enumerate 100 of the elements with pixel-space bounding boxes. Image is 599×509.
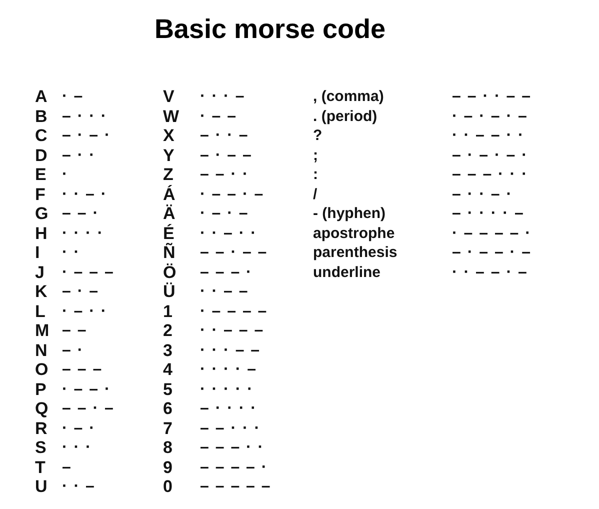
- morse-code: – – · –: [62, 400, 114, 418]
- character-label: F: [35, 186, 46, 204]
- character-label: E: [35, 166, 46, 184]
- morse-code: – – · · – –: [452, 88, 532, 106]
- morse-code: · · – ·: [62, 186, 108, 204]
- morse-code: – · · ·: [62, 108, 108, 126]
- character-label: 4: [163, 361, 172, 379]
- character-label: 5: [163, 380, 172, 398]
- character-label: M: [35, 322, 50, 340]
- morse-code: – – –: [62, 361, 103, 379]
- morse-code: – · · · · –: [452, 205, 524, 223]
- character-label: K: [35, 283, 48, 301]
- morse-code: · – · – · –: [452, 108, 528, 126]
- morse-code: – · · · ·: [200, 400, 257, 418]
- morse-code: · – – – – ·: [452, 224, 532, 242]
- character-label: U: [35, 478, 48, 496]
- character-label: apostrophe: [313, 224, 395, 242]
- morse-code: · – ·: [62, 420, 96, 438]
- character-label: É: [163, 224, 174, 242]
- character-label: Ñ: [163, 244, 176, 262]
- morse-code: – – ·: [62, 205, 100, 223]
- morse-code: ·: [62, 166, 68, 184]
- character-label: X: [163, 127, 174, 145]
- character-label: 3: [163, 342, 172, 360]
- character-label: 7: [163, 420, 172, 438]
- morse-code: · · – – · ·: [452, 127, 524, 145]
- character-label: Ö: [163, 264, 176, 282]
- morse-code: · · – –: [200, 283, 249, 301]
- character-label: V: [163, 88, 174, 106]
- character-label: Q: [35, 400, 48, 418]
- character-label: Z: [163, 166, 174, 184]
- morse-code: · · · · ·: [200, 380, 254, 398]
- character-label: Á: [163, 186, 176, 204]
- character-label: T: [35, 458, 46, 476]
- character-label: O: [35, 361, 48, 379]
- morse-code: · – · ·: [62, 302, 108, 320]
- morse-code: · – · –: [200, 205, 249, 223]
- morse-code: – · · – ·: [452, 186, 513, 204]
- character-label: - (hyphen): [313, 205, 386, 223]
- morse-code: – – – – –: [200, 478, 272, 496]
- morse-code: · · · –: [200, 88, 246, 106]
- morse-code: · · – – · –: [452, 264, 528, 282]
- morse-code: · –: [62, 88, 84, 106]
- morse-code: · – –: [200, 108, 238, 126]
- morse-code: · · –: [62, 478, 96, 496]
- character-label: I: [35, 244, 40, 262]
- morse-code: – ·: [62, 342, 84, 360]
- morse-code: · – – –: [62, 264, 114, 282]
- character-label: N: [35, 342, 48, 360]
- morse-code: · ·: [62, 244, 80, 262]
- character-label: , (comma): [313, 88, 384, 106]
- morse-code: – · – ·: [62, 127, 111, 145]
- character-label: Ä: [163, 205, 176, 223]
- character-label: 1: [163, 302, 172, 320]
- character-label: 9: [163, 458, 172, 476]
- character-label: G: [35, 205, 48, 223]
- morse-code: – · · –: [200, 127, 249, 145]
- morse-code: – – – ·: [200, 264, 252, 282]
- character-label: P: [35, 380, 46, 398]
- character-label: parenthesis: [313, 244, 398, 262]
- character-label: R: [35, 420, 48, 438]
- character-label: C: [35, 127, 48, 145]
- character-label: :: [313, 166, 318, 184]
- morse-code: · · · ·: [62, 224, 104, 242]
- morse-code: – – – – ·: [200, 458, 268, 476]
- morse-code: · – – · –: [200, 186, 264, 204]
- character-label: ?: [313, 127, 322, 145]
- morse-code: – –: [62, 322, 88, 340]
- character-label: 2: [163, 322, 172, 340]
- morse-code: – · – · – ·: [452, 146, 528, 164]
- character-label: D: [35, 146, 48, 164]
- morse-code: · · · – –: [200, 342, 261, 360]
- character-label: 6: [163, 400, 172, 418]
- morse-code: – · – – · –: [452, 244, 532, 262]
- character-label: ;: [313, 146, 318, 164]
- morse-code: – · – –: [200, 146, 252, 164]
- morse-code: – – – · ·: [200, 439, 264, 457]
- morse-code: – · ·: [62, 146, 96, 164]
- morse-code: – – · · ·: [200, 420, 261, 438]
- morse-code: – – · ·: [200, 166, 249, 184]
- morse-code: · – – – –: [200, 302, 268, 320]
- character-label: S: [35, 439, 46, 457]
- character-label: J: [35, 264, 44, 282]
- character-label: B: [35, 108, 48, 126]
- character-label: underline: [313, 264, 381, 282]
- title: Basic morse code: [153, 14, 387, 45]
- morse-code: · · ·: [62, 439, 92, 457]
- morse-code: – · –: [62, 283, 100, 301]
- character-label: H: [35, 224, 48, 242]
- morse-code: – – · – –: [200, 244, 268, 262]
- morse-code: – – – · · ·: [452, 166, 528, 184]
- character-label: Ü: [163, 283, 176, 301]
- character-label: Y: [163, 146, 174, 164]
- morse-code: · – – ·: [62, 380, 111, 398]
- character-label: L: [35, 302, 46, 320]
- morse-code: · · – · ·: [200, 224, 257, 242]
- character-label: 8: [163, 439, 172, 457]
- character-label: 0: [163, 478, 172, 496]
- morse-code: –: [62, 458, 72, 476]
- character-label: A: [35, 88, 48, 106]
